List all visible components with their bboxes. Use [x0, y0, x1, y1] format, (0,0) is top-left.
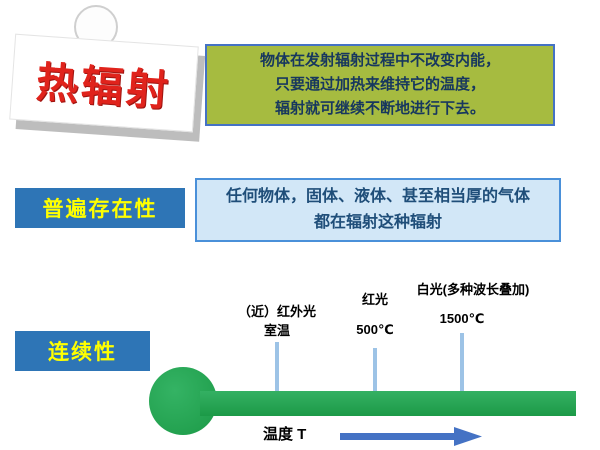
slide-title: 热辐射 — [34, 56, 173, 116]
temperature-axis-label: 温度 T — [263, 426, 307, 443]
tick-line — [460, 333, 464, 392]
ubiquity-label: 普遍存在性 — [15, 188, 185, 228]
tick-label-name: 红光 — [361, 292, 388, 307]
thermometer-bar — [200, 391, 576, 416]
ubiquity-description-line: 都在辐射这种辐射 — [313, 214, 442, 231]
tick-label-temp: 500℃ — [356, 322, 394, 337]
tick-label-temp: 1500℃ — [439, 311, 485, 326]
tick-line — [275, 342, 279, 392]
continuity-label-text: 连续性 — [48, 341, 117, 364]
intro-line: 物体在发射辐射过程中不改变内能， — [259, 52, 500, 69]
tick-label-temp: 室温 — [263, 323, 290, 338]
intro-line: 只要通过加热来维持它的温度， — [274, 76, 485, 93]
intro-line: 辐射就可继续不断地进行下去。 — [274, 100, 485, 117]
right-arrow-icon — [340, 427, 482, 446]
continuity-label: 连续性 — [15, 331, 150, 371]
tick-line — [373, 348, 377, 392]
ubiquity-label-text: 普遍存在性 — [42, 198, 158, 221]
title-card: 热辐射 — [9, 33, 199, 133]
intro-box: 物体在发射辐射过程中不改变内能， 只要通过加热来维持它的温度， 辐射就可继续不断… — [205, 44, 555, 126]
ubiquity-description-box: 任何物体，固体、液体、甚至相当厚的气体 都在辐射这种辐射 — [195, 178, 561, 242]
tick-label-name: （近）红外光 — [237, 304, 316, 319]
tick-label-name: 白光(多种波长叠加) — [416, 282, 530, 297]
ubiquity-description-line: 任何物体，固体、液体、甚至相当厚的气体 — [225, 188, 530, 205]
